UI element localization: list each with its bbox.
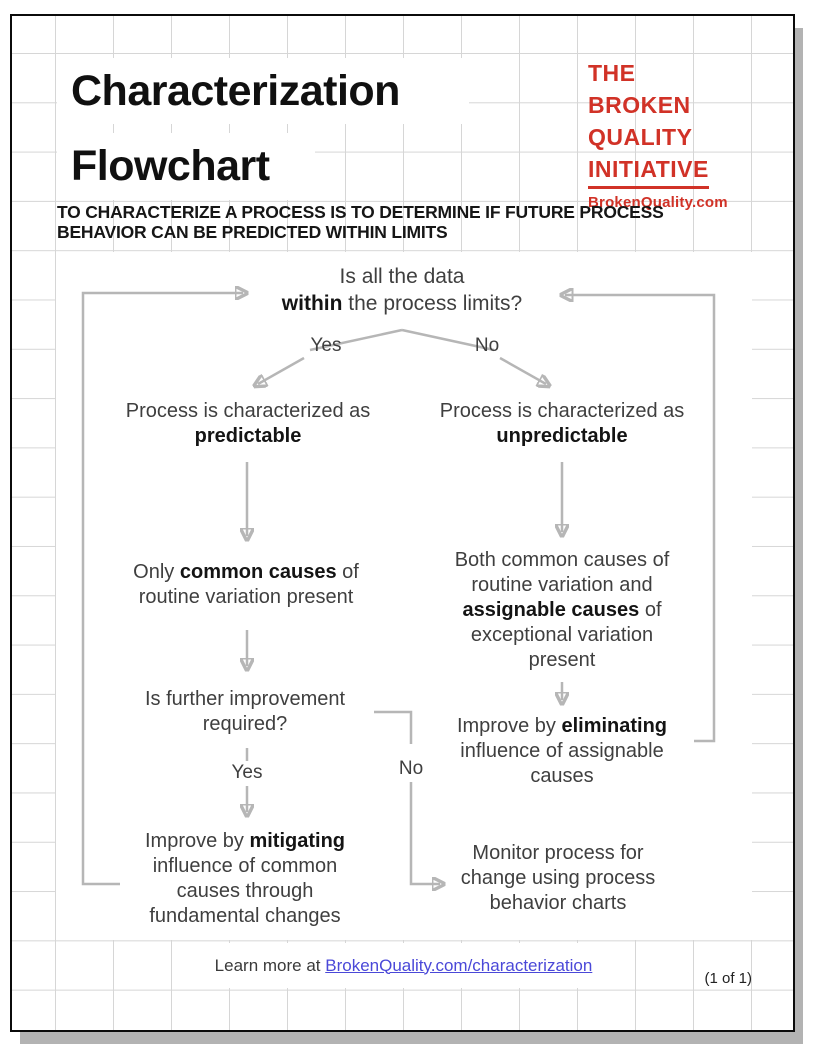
footer-learn-more-text: Learn more at (214, 955, 326, 975)
logo-line-the: THE (588, 60, 636, 86)
page-subtitle-word: Flowchart (71, 142, 270, 190)
label-yes-top: Yes (310, 335, 342, 356)
logo-line-initiative: INITIATIVE (588, 153, 709, 189)
definition-strapline: TO CHARACTERIZE A PROCESS IS TO DETERMIN… (57, 202, 664, 242)
label-yes-bottom: Yes (231, 762, 263, 783)
logo-website: BrokenQuality.com (588, 194, 728, 211)
label-no-bottom: No (398, 758, 424, 779)
title-box-line2: Flowchart (57, 133, 315, 200)
page-title: Characterization (71, 67, 400, 115)
page-number: (1 of 1) (704, 970, 752, 987)
title-box-line1: Characterization (57, 58, 469, 124)
characterization-link[interactable]: BrokenQuality.com/characterization (325, 955, 593, 975)
label-no-top: No (474, 335, 500, 356)
broken-quality-logo: THE BROKEN QUALITY INITIATIVE BrokenQual… (588, 57, 728, 211)
logo-line-quality: QUALITY (588, 124, 693, 150)
logo-line-broken: BROKEN (588, 92, 691, 118)
footer-box: Learn more at BrokenQuality.com/characte… (172, 943, 635, 988)
